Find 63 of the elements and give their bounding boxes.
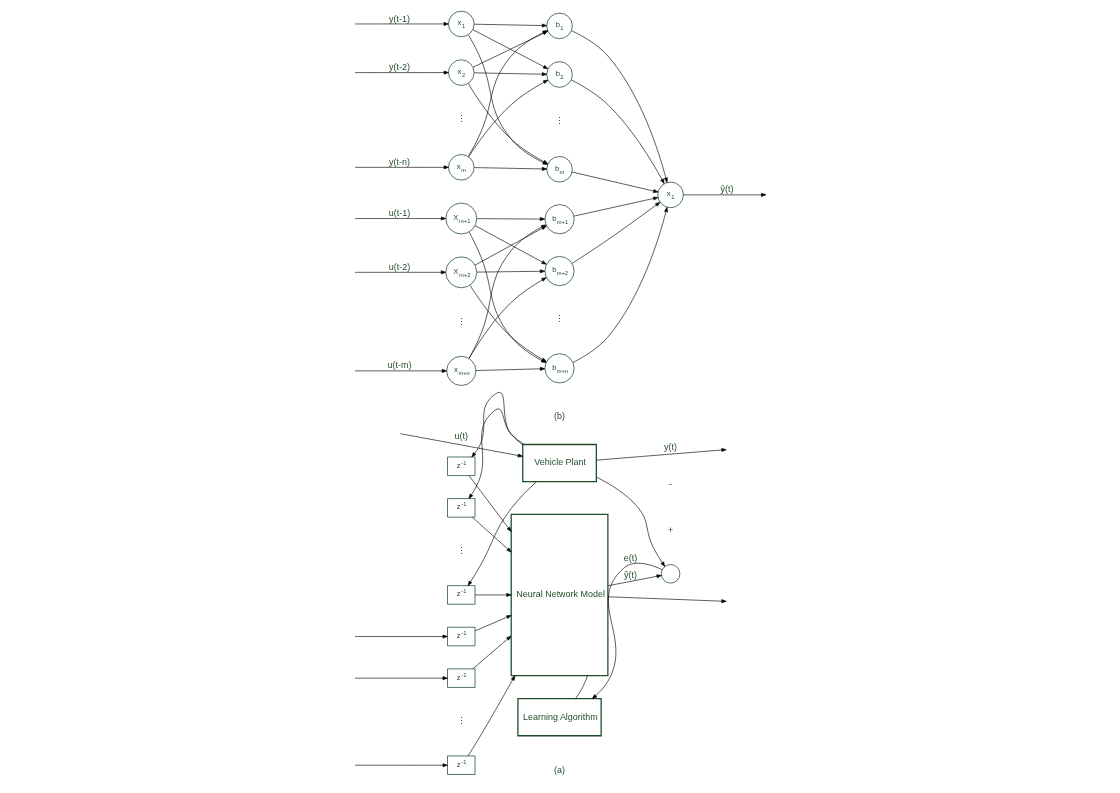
edge-label: ŷ(t) xyxy=(719,184,733,195)
edge-label: ŷ(t) xyxy=(623,569,637,580)
edge-label: u(t-2) xyxy=(388,261,410,272)
label: ⋮ xyxy=(456,316,466,327)
arrow xyxy=(475,366,545,371)
arrow xyxy=(354,634,448,639)
arrow xyxy=(354,369,447,373)
arrow xyxy=(571,201,660,264)
edge-label: u(t-1) xyxy=(388,208,410,219)
arrow xyxy=(354,216,446,221)
arrow xyxy=(682,192,766,197)
arrow xyxy=(607,574,662,587)
arrow xyxy=(473,23,547,28)
arrow xyxy=(573,196,658,217)
arrow xyxy=(468,475,511,532)
node-box: Vehicle Plant xyxy=(521,443,597,483)
arrow xyxy=(470,392,523,458)
arrow xyxy=(571,171,658,193)
label: ⋮ xyxy=(456,114,466,125)
arrow xyxy=(572,207,668,363)
arrow xyxy=(570,79,664,184)
arrow xyxy=(607,596,727,604)
arrow xyxy=(473,167,547,171)
label: - xyxy=(668,478,672,489)
arrow xyxy=(467,481,537,586)
label: (a) xyxy=(553,764,565,775)
arrow xyxy=(354,22,449,26)
label: (b) xyxy=(553,411,565,422)
edge-label: y(t-2) xyxy=(388,62,410,73)
node-box: Learning Algorithm xyxy=(516,698,602,737)
node-box: Neural Network Model xyxy=(510,513,608,677)
label: + xyxy=(667,524,673,535)
arrow xyxy=(354,70,449,75)
arrow xyxy=(468,408,524,499)
arrow xyxy=(595,476,665,567)
arrow xyxy=(399,433,523,458)
label: ⋮ xyxy=(554,116,564,127)
arrow xyxy=(354,763,448,768)
connector xyxy=(574,675,588,699)
arrow xyxy=(595,448,727,461)
edge-label: u(t) xyxy=(454,430,468,441)
edge-label: y(t-n) xyxy=(388,156,410,167)
edge-label: e(t) xyxy=(623,552,637,563)
label: ⋮ xyxy=(456,716,466,727)
arrow xyxy=(570,30,668,183)
edge-label: u(t-m) xyxy=(387,360,411,371)
arrow xyxy=(471,516,511,553)
arrow xyxy=(476,269,545,274)
arrow xyxy=(472,635,511,670)
arrow xyxy=(474,593,511,597)
arrow xyxy=(473,72,547,77)
arrow xyxy=(591,562,663,699)
label: ⋮ xyxy=(456,545,466,556)
arrow xyxy=(467,675,515,757)
edge-label: y(t) xyxy=(663,441,677,452)
arrow xyxy=(354,270,446,275)
arrow xyxy=(354,165,449,170)
arrow xyxy=(354,676,448,681)
arrow xyxy=(474,615,511,632)
node-circle xyxy=(660,564,680,584)
edge-label: y(t-1) xyxy=(388,13,410,24)
label: ⋮ xyxy=(554,314,564,325)
arrow xyxy=(476,217,545,221)
